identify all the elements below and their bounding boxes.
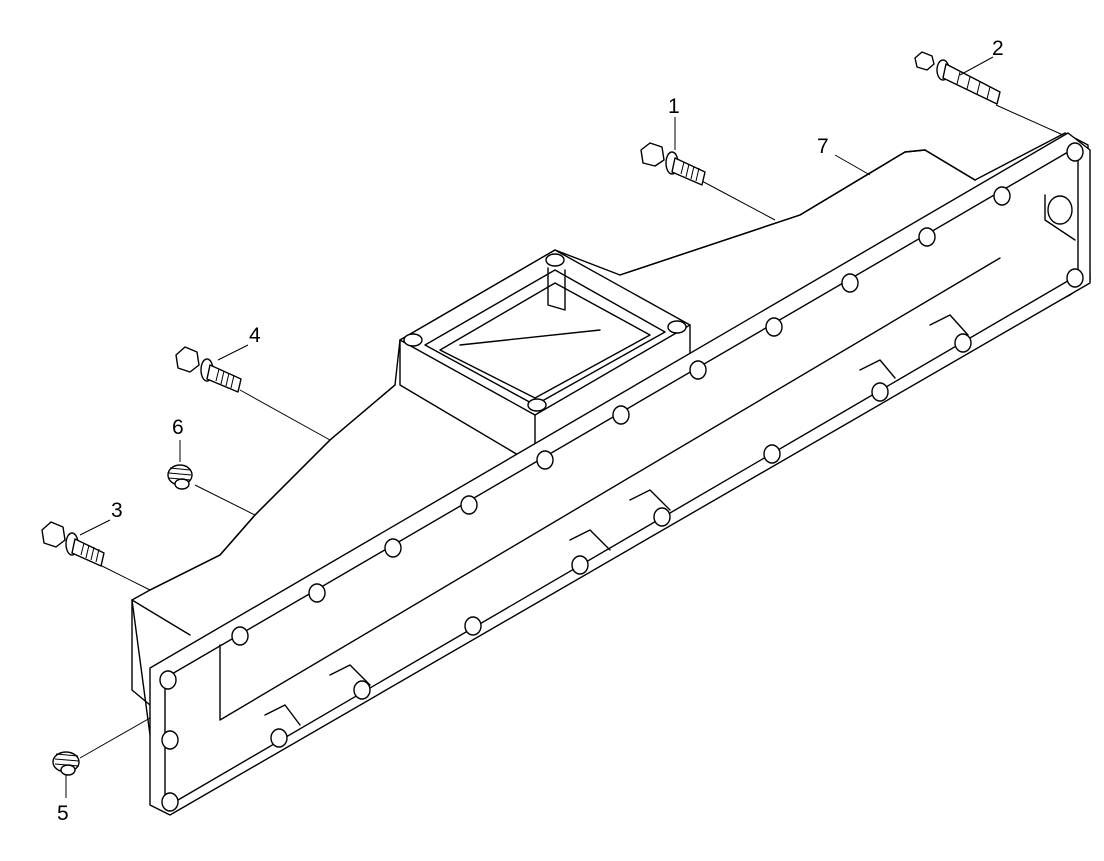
bolt-part-3 (41, 521, 151, 591)
callout-7: 7 (817, 135, 829, 158)
flange-plate (149, 132, 1091, 816)
manifold-body (131, 132, 1091, 816)
callout-4: 4 (249, 324, 261, 347)
callout-3: 3 (111, 499, 123, 522)
leader-lines (65, 56, 994, 798)
inlet-flange (399, 249, 691, 466)
callout-2: 2 (992, 37, 1004, 60)
plug-part-6 (167, 464, 256, 516)
callout-1: 1 (668, 95, 680, 118)
callout-5: 5 (57, 802, 69, 825)
bolt-part-4 (175, 346, 331, 441)
flange-bolt-holes (159, 142, 1084, 812)
plug-part-5 (52, 717, 151, 776)
bolt-part-1 (640, 142, 776, 221)
callout-6: 6 (172, 416, 184, 439)
stud-part-2 (914, 51, 1064, 136)
